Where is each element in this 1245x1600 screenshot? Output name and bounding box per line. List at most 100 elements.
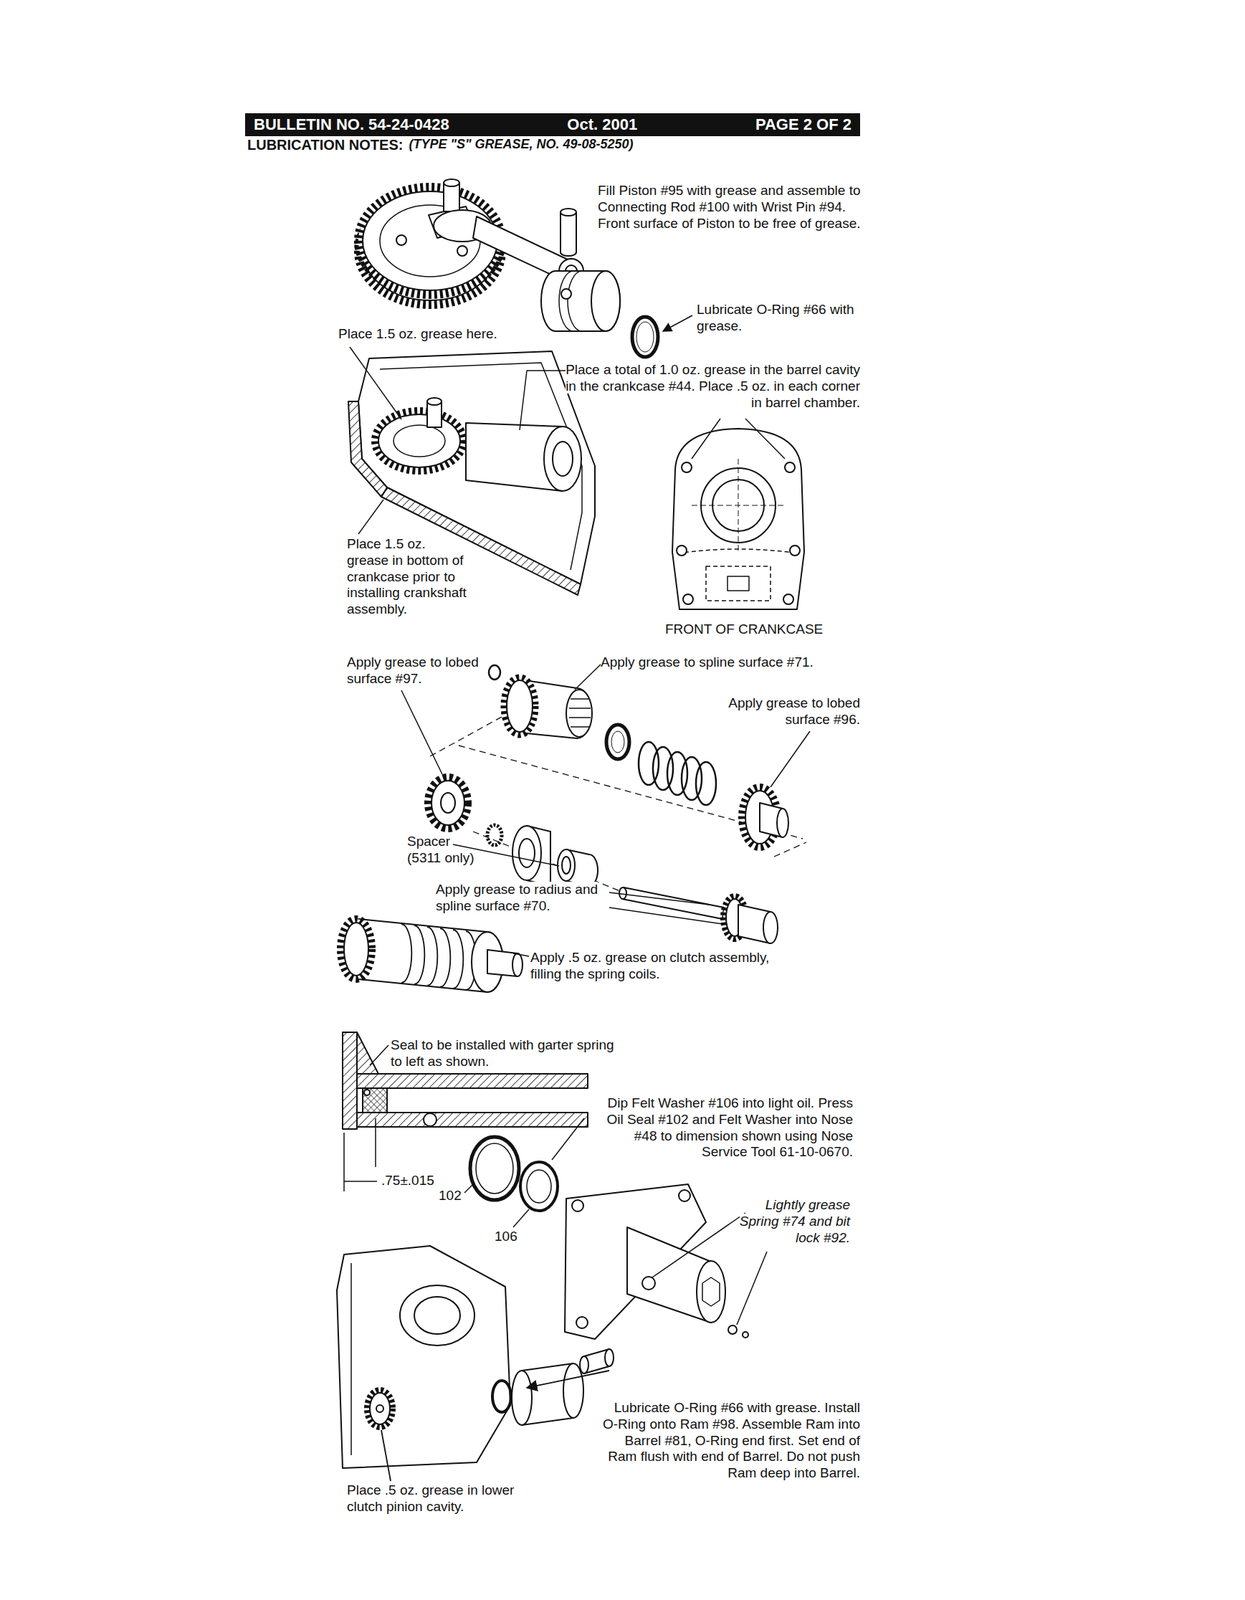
crankshaft-gear — [457, 245, 468, 256]
leader-line — [736, 1251, 767, 1325]
leader-line — [662, 315, 693, 332]
lobed-cam — [440, 792, 456, 813]
crankcase-lower — [414, 1296, 461, 1334]
o-ring — [636, 321, 654, 352]
leader-line — [609, 907, 728, 925]
nose-section — [356, 1032, 379, 1074]
callout-text: Seal to be installed with garter spring … — [390, 1037, 615, 1069]
crankcase-cutaway — [378, 414, 461, 468]
dimension-line — [369, 1045, 389, 1066]
callout-text: Place a total of 1.0 oz. grease in the b… — [565, 361, 861, 410]
crankcase-front-view — [706, 566, 771, 601]
header-text: Oct. 2001 — [566, 115, 638, 135]
callout-text: Apply .5 oz. grease on clutch assembly, … — [530, 949, 770, 982]
callout-text: Lightly grease Spring #74 and bit lock #… — [739, 1196, 851, 1245]
wrist-pin — [560, 208, 577, 256]
nose — [702, 1277, 720, 1306]
piston — [591, 270, 620, 332]
bit-lock — [728, 1325, 737, 1334]
grease-spec: (TYPE "S" GREASE, NO. 49-08-5250) — [408, 136, 633, 152]
wrist-pin — [560, 212, 577, 256]
clutch-spring — [638, 741, 659, 785]
clutch-spring — [667, 751, 688, 795]
spacer — [557, 849, 598, 886]
felt-washer — [520, 1161, 558, 1211]
bit-lock — [728, 1325, 749, 1338]
nose — [678, 1189, 691, 1202]
clutch-assembly — [358, 918, 504, 992]
leader-line — [551, 1118, 585, 1160]
bearing — [518, 838, 535, 868]
clutch-sleeve — [488, 665, 593, 739]
o-ring — [632, 316, 658, 357]
crankcase-front-view — [789, 545, 800, 556]
crankcase-lower — [376, 1404, 384, 1413]
nose-section — [364, 1089, 370, 1096]
nose-section — [356, 1112, 588, 1127]
callout-note: Place .5 oz. grease in lower clutch pini… — [346, 1482, 545, 1516]
bit-lock — [742, 1331, 749, 1338]
dimension-line — [344, 1180, 378, 1182]
callout-text: 102 — [438, 1187, 462, 1203]
leader-line — [464, 1184, 474, 1193]
spacer — [557, 849, 575, 881]
crankcase-front-view — [672, 428, 805, 610]
callout-text: Lubricate O-Ring #66 with grease. — [696, 301, 855, 334]
callout-note: Place 1.5 oz. grease in bottom of crankc… — [346, 536, 471, 618]
oil-seal — [470, 1136, 519, 1200]
nose-section — [423, 1113, 437, 1127]
lobed-gear — [741, 786, 789, 848]
clutch-sleeve — [503, 677, 536, 735]
callout-note: 102 — [438, 1187, 471, 1205]
leader-line — [652, 1212, 746, 1278]
nose-section — [342, 1032, 357, 1129]
header-text: BULLETIN NO. 54-24-0428 — [253, 115, 450, 135]
callout-note: Apply grease to lobed surface #96. — [723, 695, 861, 729]
callout-text: Place .5 oz. grease in lower clutch pini… — [346, 1482, 514, 1514]
piston — [541, 270, 620, 332]
callout-note: Apply grease to radius and spline surfac… — [435, 881, 605, 915]
felt-washer — [520, 1161, 558, 1211]
crankcase-front-view — [681, 462, 692, 473]
spring-pin — [579, 1356, 589, 1374]
clutch-sleeve — [569, 698, 591, 727]
washer — [606, 724, 630, 760]
crankcase-lower — [366, 1389, 393, 1428]
crankcase-front-view — [783, 594, 794, 605]
callout-text: Place 1.5 oz. grease in bottom of crankc… — [346, 536, 467, 617]
callout-note: Dip Felt Washer #106 into light oil. Pre… — [587, 1095, 853, 1161]
wrist-pin — [560, 208, 577, 216]
callout-note: (TYPE "S" GREASE, NO. 49-08-5250) — [408, 136, 633, 153]
crankcase-cutaway — [374, 410, 464, 471]
callout-note: 106 — [494, 1228, 527, 1245]
callout-text: Apply grease to lobed surface #97. — [346, 654, 479, 686]
callout-note: .75±.015 — [381, 1172, 446, 1190]
nose — [642, 1276, 656, 1290]
clutch-assembly — [344, 922, 369, 976]
explode-line — [430, 716, 502, 757]
bearing — [512, 825, 542, 881]
callout-note: Lubricate O-Ring #66 with grease. Instal… — [602, 1399, 861, 1482]
crankcase-cutaway — [393, 425, 446, 457]
callout-text: Apply grease to radius and spline surfac… — [435, 881, 598, 914]
clutch-assembly — [401, 923, 476, 990]
leader-line — [691, 418, 721, 459]
piston — [541, 270, 620, 332]
callout-note: Apply .5 oz. grease on clutch assembly, … — [530, 949, 803, 983]
dimension-line — [374, 1118, 377, 1167]
nose — [571, 1199, 584, 1212]
explode-line — [430, 716, 807, 893]
header-band: BULLETIN NO. 54-24-0428Oct. 2001PAGE 2 O… — [245, 113, 861, 137]
page-title: LUBRICATION NOTES: — [247, 136, 403, 154]
piston — [567, 270, 583, 332]
spring-pin — [604, 1348, 614, 1367]
callout-text: Apply grease to lobed surface #96. — [728, 695, 861, 727]
callout-note: Lightly grease Spring #74 and bit lock #… — [722, 1196, 851, 1246]
lobed-cam — [431, 780, 465, 825]
bearing — [512, 825, 551, 886]
ram — [492, 1380, 512, 1413]
leader-line — [358, 499, 384, 534]
clutch-spring — [681, 756, 702, 800]
leader-line — [662, 315, 693, 332]
clutch-spring — [638, 741, 717, 805]
